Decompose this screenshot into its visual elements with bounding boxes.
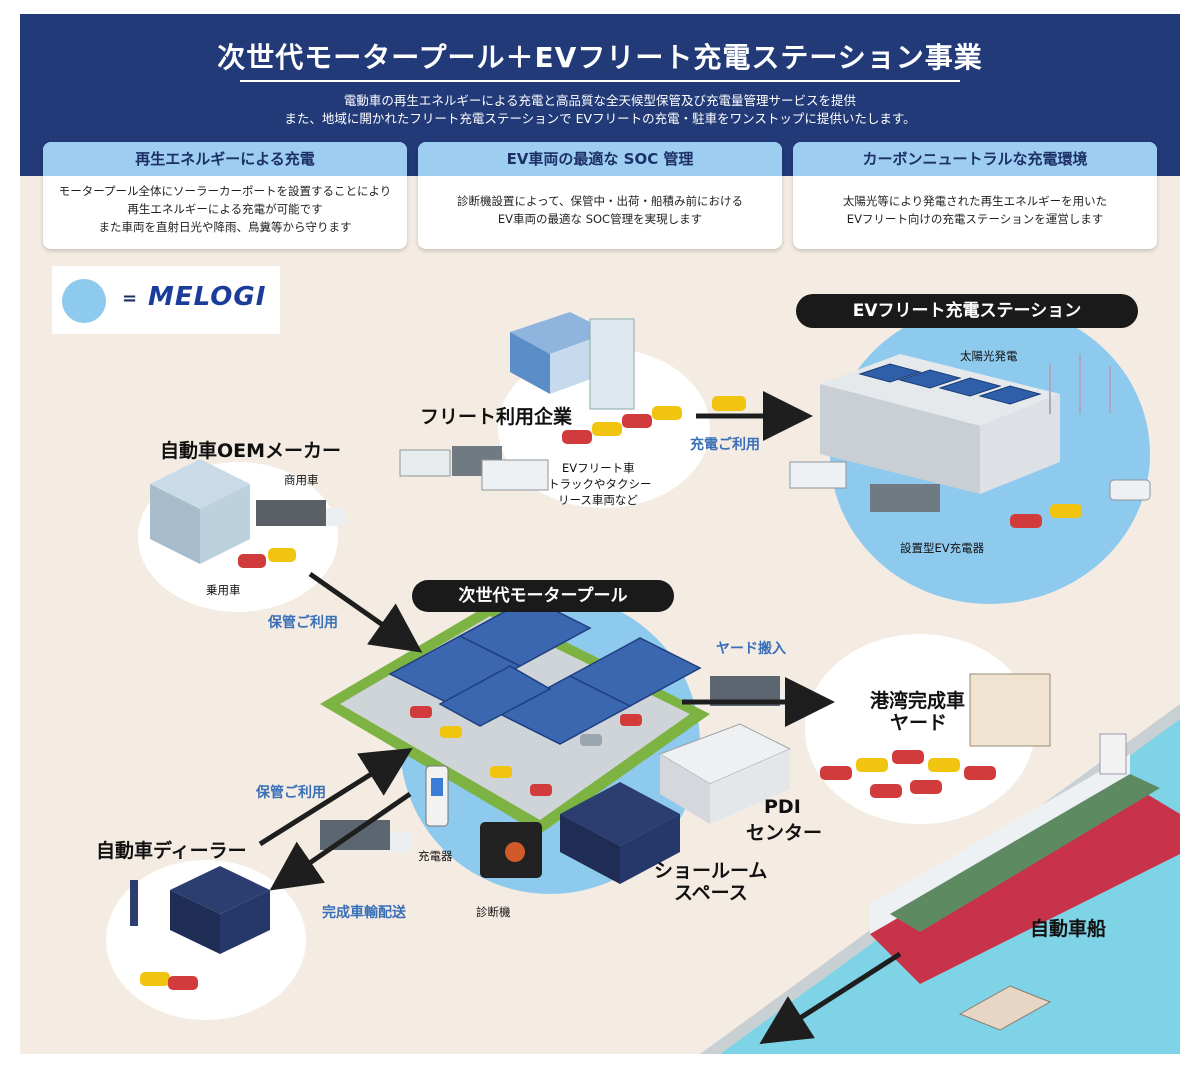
- fleet-company-label: フリート利用企業: [420, 406, 573, 428]
- feature-card-text: EV車両の最適な SOC管理を実現します: [497, 212, 703, 226]
- arrow-oem-to-pool: [308, 571, 423, 653]
- illustration-layer: [130, 312, 1180, 1045]
- fleet-vehicles-label: リース車両など: [558, 493, 638, 507]
- header-description-2: また、地域に開かれたフリート充電ステーションで EVフリートの充電・駐車をワンス…: [284, 111, 916, 126]
- feature-card-soc: EV車両の最適な SOC 管理 診断機設置によって、保管中・出荷・船積み前におけ…: [418, 142, 782, 249]
- feature-card-renewable: 再生エネルギーによる充電 モータープール全体にソーラーカーポートを設置することに…: [43, 142, 407, 249]
- legend-circle: [62, 279, 106, 323]
- oem-truck-icon: [256, 500, 326, 526]
- charger-label: 充電器: [418, 849, 453, 863]
- infographic-frame: 次世代モータープール＋EVフリート充電ステーション事業 電動車の再生エネルギーに…: [20, 14, 1180, 1054]
- diagnostic-label: 診断機: [476, 905, 511, 919]
- feature-card-title: EV車両の最適な SOC 管理: [418, 142, 782, 176]
- yard-delivery-label: ヤード搬入: [716, 641, 786, 657]
- port-yard-label: 港湾完成車: [870, 690, 966, 712]
- tug-boat-icon: [958, 985, 1052, 1031]
- car-carrier-label: 自動車船: [1030, 918, 1107, 940]
- page-title: 次世代モータープール＋EVフリート充電ステーション事業: [217, 41, 983, 74]
- station-truck-icon: [789, 461, 847, 489]
- title-underline: [240, 80, 960, 82]
- showroom-label: スペース: [674, 882, 748, 904]
- port-office-building: [969, 673, 1051, 747]
- station-truck-icon: [870, 484, 940, 512]
- pool-cars: [410, 706, 642, 796]
- warehouse-icon: [510, 312, 610, 354]
- dealer-label: 自動車ディーラー: [96, 840, 247, 862]
- dealer-car-icon: [140, 972, 170, 986]
- fleet-vehicles-label: トラックやタクシー: [548, 477, 652, 491]
- fleet-bus-icon: [481, 459, 549, 491]
- solar-carport-panels: [388, 597, 702, 745]
- feature-card-text: モータープール全体にソーラーカーポートを設置することにより: [58, 184, 392, 198]
- ev-station-title: EVフリート充電ステーション: [796, 294, 1138, 328]
- port-yard-label: ヤード: [890, 712, 948, 734]
- storage-use-label: 保管ご利用: [256, 785, 326, 801]
- commercial-vehicle-label: 商用車: [284, 473, 319, 487]
- feature-card-text: また車両を直射日光や降雨、鳥糞等から守ります: [98, 220, 352, 234]
- melogi-logo: MELOGI: [148, 282, 267, 312]
- dealer-sign-icon: [130, 880, 138, 926]
- station-solar-panels: [858, 363, 1042, 405]
- port-yard-cars: [820, 750, 996, 798]
- feature-card-text: 再生エネルギーによる充電が可能です: [127, 202, 323, 216]
- fleet-cars: [562, 396, 746, 444]
- office-tower-icon: [589, 318, 635, 410]
- car-transporter-icon: [320, 820, 390, 850]
- feature-card-text: 太陽光等により発電された再生エネルギーを用いた: [842, 194, 1108, 208]
- storage-use-label: 保管ご利用: [268, 615, 338, 631]
- motor-pool-title: 次世代モータープール: [412, 580, 674, 612]
- feature-card-text: 診断機設置によって、保管中・出荷・船積み前における: [456, 194, 743, 208]
- feature-card-title: 再生エネルギーによる充電: [43, 142, 407, 176]
- arrow-ship-export: [759, 951, 902, 1045]
- showroom-label: ショールーム: [654, 860, 768, 882]
- fleet-vehicles-label: EVフリート車: [562, 461, 635, 475]
- fleet-truck-icon: [399, 449, 451, 477]
- feature-card-title: カーボンニュートラルな充電環境: [793, 142, 1157, 176]
- solar-power-label: 太陽光発電: [960, 349, 1018, 363]
- wind-turbines: [1049, 354, 1111, 414]
- station-cars: [1010, 479, 1151, 528]
- installed-charger-label: 設置型EV充電器: [900, 541, 985, 555]
- oem-label: 自動車OEMメーカー: [160, 440, 342, 462]
- oem-car-icon: [238, 554, 266, 568]
- finished-delivery-label: 完成車輸配送: [322, 905, 406, 921]
- passenger-vehicle-label: 乗用車: [206, 583, 241, 597]
- pdi-label: センター: [746, 822, 823, 844]
- feature-card-carbon: カーボンニュートラルな充電環境 太陽光等により発電された再生エネルギーを用いた …: [793, 142, 1157, 249]
- header-description-1: 電動車の再生エネルギーによる充電と高品質な全天候型保管及び充電量管理サービスを提…: [343, 93, 857, 108]
- arrow-pool-to-dealer: [269, 791, 412, 891]
- arrow-dealer-to-pool: [258, 748, 413, 847]
- charging-use-label: 充電ご利用: [690, 437, 760, 453]
- car-carrier-ship: [870, 733, 1180, 984]
- feature-card-text: EVフリート向けの充電ステーションを運営します: [846, 212, 1104, 226]
- legend-equals: =: [122, 288, 138, 309]
- pdi-label: PDI: [764, 796, 801, 818]
- legend-box: = MELOGI: [52, 266, 280, 334]
